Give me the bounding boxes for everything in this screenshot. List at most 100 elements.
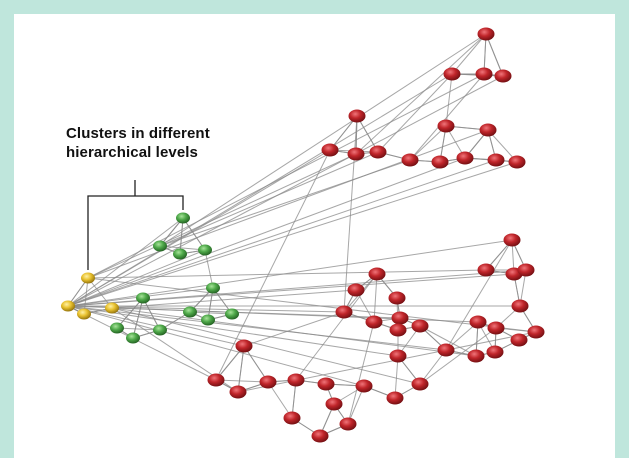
red-node (335, 305, 353, 319)
network-edge (204, 249, 214, 289)
network-edge (67, 157, 466, 307)
red-node (411, 319, 429, 333)
network-edge (329, 115, 358, 151)
red-node (259, 375, 277, 389)
network-edge (111, 307, 401, 319)
network-edge (237, 345, 245, 393)
red-node (321, 143, 339, 157)
network-edge (267, 381, 293, 419)
red-node (235, 339, 253, 353)
red-node (401, 153, 419, 167)
red-node (339, 417, 357, 431)
network-edge (409, 125, 447, 161)
red-node (386, 391, 404, 405)
network-edge (483, 33, 487, 75)
red-node (527, 325, 545, 339)
red-node (389, 323, 407, 337)
red-node (503, 233, 521, 247)
network-edge (67, 305, 399, 357)
network-edge (179, 217, 184, 255)
yellow-node (77, 308, 91, 320)
node-layer (61, 27, 545, 443)
network-edge (394, 355, 399, 399)
network-edge (237, 331, 537, 393)
red-node (411, 377, 429, 391)
green-node (126, 332, 140, 344)
network-edge (67, 305, 365, 387)
red-node (229, 385, 247, 399)
red-node (368, 267, 386, 281)
red-node (456, 151, 474, 165)
network-edge (87, 269, 487, 279)
red-node (207, 373, 225, 387)
network-edge (159, 245, 206, 251)
yellow-node (105, 302, 119, 314)
green-node (173, 248, 187, 260)
red-node (325, 397, 343, 411)
red-node (517, 263, 535, 277)
red-node (287, 373, 305, 387)
network-edge (485, 33, 504, 77)
red-node (469, 315, 487, 329)
network-edge (355, 33, 487, 155)
annotation-line-1: Clusters in different (66, 125, 210, 142)
network-edge (67, 305, 217, 381)
green-node (206, 282, 220, 294)
network-edge (87, 277, 113, 309)
network-edge (419, 327, 497, 385)
network-edge (142, 297, 161, 331)
network-edge (67, 269, 527, 307)
red-node (347, 283, 365, 297)
network-edge (87, 73, 485, 279)
network-edge (419, 325, 477, 357)
red-node (477, 27, 495, 41)
network-edge (111, 289, 357, 309)
green-node (201, 314, 215, 326)
green-node (198, 244, 212, 256)
red-node (475, 67, 493, 81)
network-edge (243, 345, 269, 383)
network-edge (87, 129, 489, 279)
red-node (431, 155, 449, 169)
red-node (443, 67, 461, 81)
annotation-bracket-line (87, 180, 184, 270)
network-edge (373, 273, 378, 323)
red-node (477, 263, 495, 277)
network-edge (87, 153, 357, 279)
network-edge (243, 311, 345, 347)
yellow-node (81, 272, 95, 284)
network-edge (215, 379, 269, 383)
network-edge (132, 297, 144, 339)
network-edge (159, 159, 411, 247)
green-node (153, 324, 167, 336)
network-edge (116, 327, 161, 331)
red-node (347, 147, 365, 161)
network-edge (445, 239, 513, 351)
network-edge (111, 307, 421, 385)
network-edge (67, 249, 206, 307)
network-edge (87, 277, 537, 333)
yellow-node (61, 300, 75, 312)
network-edge (356, 115, 379, 153)
green-node (110, 322, 124, 334)
network-edge (159, 33, 487, 247)
network-edge (377, 73, 453, 153)
red-node (487, 321, 505, 335)
red-node (437, 343, 455, 357)
network-edge (419, 349, 447, 385)
cluster-bracket (87, 180, 184, 270)
network-edge (67, 239, 513, 307)
network-edge (215, 345, 245, 381)
red-node (389, 349, 407, 363)
red-node (486, 345, 504, 359)
network-edge (189, 311, 233, 315)
network-edge (409, 73, 485, 161)
network-edge (67, 217, 184, 307)
red-node (467, 349, 485, 363)
red-node (355, 379, 373, 393)
network-edge (295, 273, 378, 381)
annotation-line-2: hierarchical levels (66, 144, 198, 161)
red-node (283, 411, 301, 425)
red-node (317, 377, 335, 391)
